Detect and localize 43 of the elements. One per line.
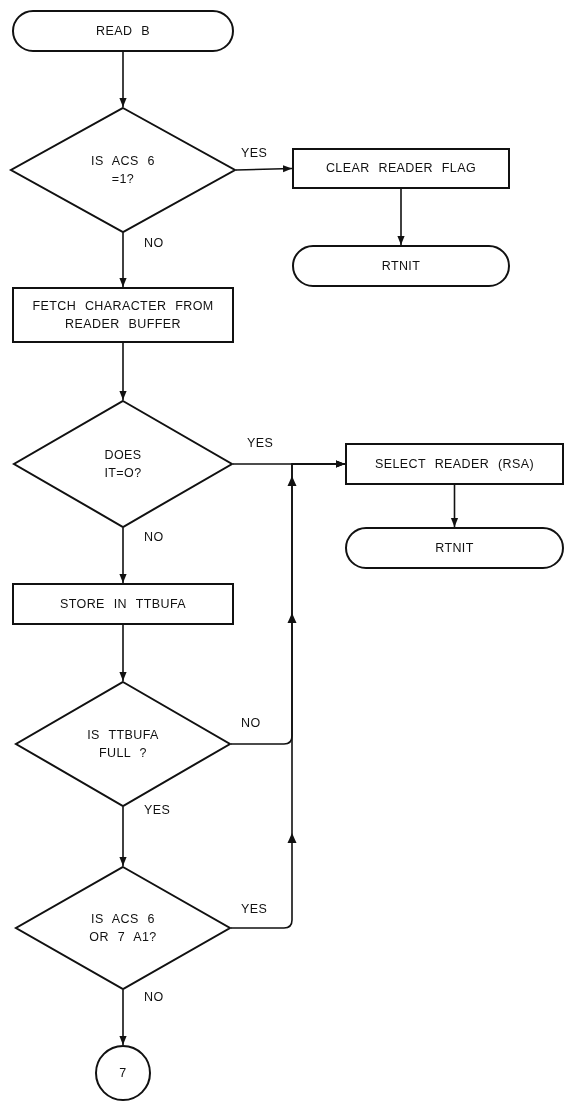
process-box	[292, 148, 510, 189]
node-text: 7	[119, 1064, 127, 1082]
edge-label: NO	[143, 990, 165, 1004]
node-text: RTNIT	[381, 257, 421, 275]
edge-label: YES	[143, 803, 172, 817]
node-text: READ B	[96, 22, 150, 40]
edge-label: YES	[240, 146, 269, 160]
node-text: IS TTBUFA FULL ?	[87, 726, 159, 762]
edge-label: YES	[246, 436, 275, 450]
connector-circle	[95, 1045, 151, 1101]
arrow	[119, 51, 127, 108]
node-text: DOES IT=O?	[103, 446, 143, 482]
arrow	[450, 484, 459, 528]
terminal-box	[12, 10, 234, 52]
decision-diamond	[13, 400, 233, 528]
arrow	[119, 527, 127, 584]
arrow	[119, 342, 127, 401]
arrow	[119, 624, 127, 682]
arrow	[397, 188, 405, 246]
node-text: CLEAR READER FLAG	[325, 160, 477, 178]
node-text: STORE IN TTBUFA	[60, 595, 186, 613]
edge-label: NO	[143, 530, 165, 544]
arrow	[235, 165, 293, 173]
arrow	[119, 989, 127, 1046]
decision-diamond	[15, 866, 231, 990]
edge-label: NO	[143, 236, 165, 250]
edge-label: NO	[240, 716, 262, 730]
terminal-box	[345, 527, 564, 569]
node-text: RTNIT	[435, 539, 474, 557]
node-text: IS ACS 6 OR 7 A1?	[88, 910, 158, 946]
terminal-box	[292, 245, 510, 287]
node-text: IS ACS 6 =1?	[90, 152, 156, 188]
node-text: FETCH CHARACTER FROM READER BUFFER	[31, 297, 215, 333]
arrow	[119, 806, 127, 867]
process-box	[12, 583, 234, 625]
node-text: SELECT READER (RSA)	[374, 455, 535, 473]
decision-diamond	[10, 107, 236, 233]
process-box	[12, 287, 234, 343]
process-box	[345, 443, 564, 485]
decision-diamond	[15, 681, 231, 807]
arrow	[230, 460, 346, 929]
arrow	[119, 232, 127, 288]
edge-label: YES	[240, 902, 269, 916]
